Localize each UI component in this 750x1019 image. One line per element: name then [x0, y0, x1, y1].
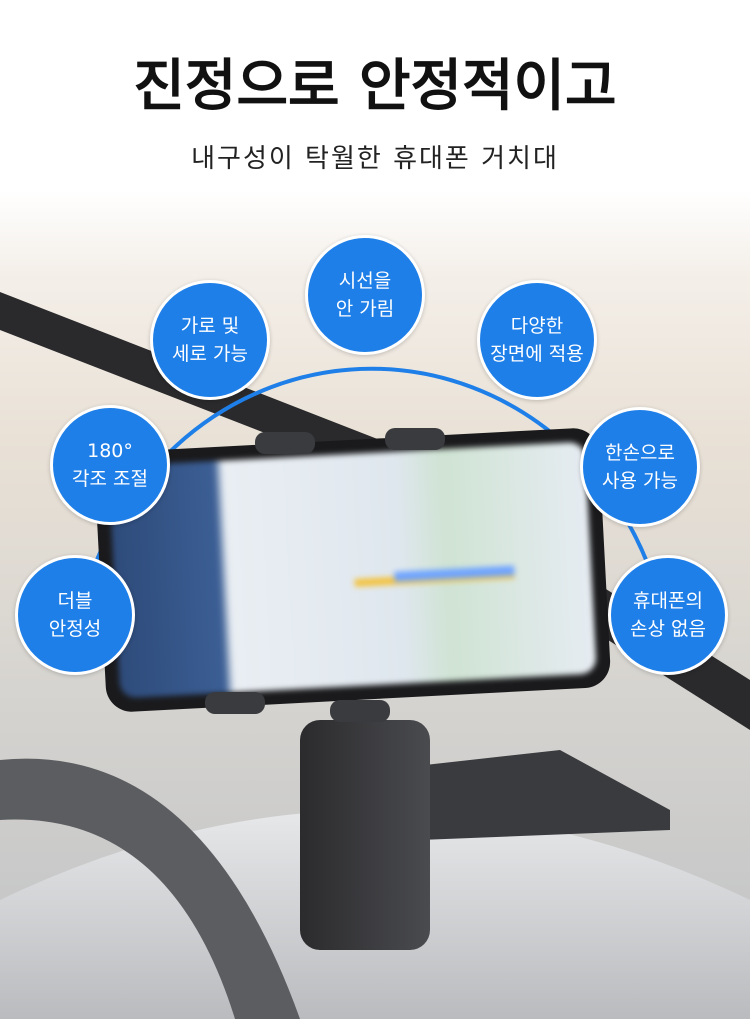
feature-line1: 시선을: [338, 270, 392, 292]
feature-line1: 휴대폰의: [633, 590, 703, 612]
feature-line2: 안정성: [48, 618, 102, 640]
feature-line1: 한손으로: [605, 442, 675, 464]
feature-bubble-one-hand: 한손으로 사용 가능: [580, 407, 700, 527]
phone-in-holder: [93, 426, 612, 714]
feature-bubble-no-view-block: 시선을 안 가림: [305, 235, 425, 355]
feature-bubble-various-scenes: 다양한 장면에 적용: [477, 280, 597, 400]
feature-line2: 장면에 적용: [490, 343, 584, 365]
holder-top-clip: [255, 432, 315, 454]
feature-bubble-no-phone-damage: 휴대폰의 손상 없음: [608, 555, 728, 675]
feature-bubble-landscape-portrait: 가로 및 세로 가능: [150, 280, 270, 400]
feature-line2: 각조 조절: [72, 468, 148, 490]
feature-line2: 손상 없음: [630, 618, 706, 640]
holder-clip-arm: [380, 750, 670, 840]
feature-line2: 세로 가능: [172, 343, 248, 365]
page-title: 진정으로 안정적이고: [133, 54, 617, 119]
phone-screen-map: [108, 441, 597, 699]
holder-bottom-clip: [205, 692, 265, 714]
feature-line1: 더블: [57, 590, 93, 612]
feature-bubble-double-stability: 더블 안정성: [15, 555, 135, 675]
feature-line1: 다양한: [510, 315, 564, 337]
holder-base: [300, 720, 430, 950]
steering-wheel: [0, 758, 300, 1019]
feature-line1: 가로 및: [180, 315, 240, 337]
feature-line2: 사용 가능: [602, 470, 678, 492]
holder-bottom-clip: [330, 700, 390, 722]
page-subtitle: 내구성이 탁월한 휴대폰 거치대: [191, 144, 559, 174]
feature-line2: 안 가림: [335, 298, 395, 320]
feature-bubble-180-rotation: 180° 각조 조절: [50, 405, 170, 525]
holder-top-clip: [385, 428, 445, 450]
feature-line1: 180°: [87, 440, 133, 462]
